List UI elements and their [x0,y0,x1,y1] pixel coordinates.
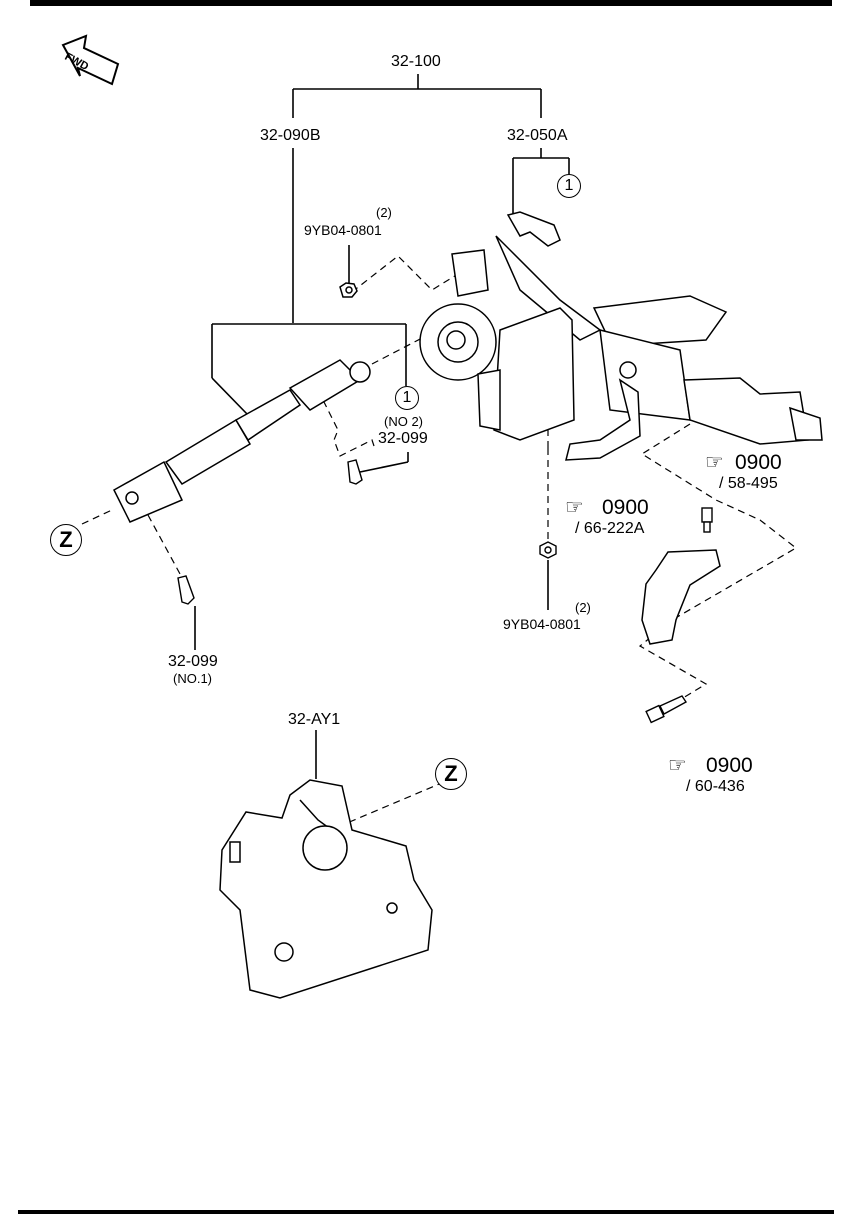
cover-label: 32-AY1 [288,711,341,728]
nut-upper-icon [339,282,358,298]
ref-page: / 66-222A [575,520,645,537]
bolt-58-495-icon [701,507,713,533]
assembly-shaft-label: 32-090B [260,127,321,144]
callout-circle-z-cover: Z [435,758,467,790]
pointing-hand-icon: ☞ [668,754,687,777]
leader-lines [194,74,570,779]
bolt-no1-part: 32-099 [168,653,218,670]
assembly-main-label: 32-100 [391,53,441,70]
steering-column-illustration [419,211,823,461]
dashed-leaders [81,255,798,827]
nut-upper-part: 9YB04-0801 [304,222,382,238]
ref-code: 0900 [602,496,649,519]
bolt-no2-note: (NO 2) [384,414,423,429]
nut-lower-icon [539,541,557,559]
ref-page: / 58-495 [719,475,778,492]
pointing-hand-icon: ☞ [705,451,724,474]
bolt-60-436-icon [645,695,688,724]
bolt-no2-part: 32-099 [378,430,428,447]
nut-upper-qty: (2) [376,205,392,220]
steering-cover-illustration [219,779,433,999]
bolt-no1-icon [177,575,195,605]
bolt-no2-icon [347,459,363,485]
nut-lower-qty: (2) [575,600,591,615]
intermediate-shaft-illustration [113,359,371,523]
bottom-border-bar [18,1210,834,1214]
ref-code: 0900 [735,451,782,474]
bolt-no1-note: (NO.1) [173,671,212,686]
ref-code: 0900 [706,754,753,777]
callout-circle-z-left: Z [50,524,82,556]
nut-lower-part: 9YB04-0801 [503,616,581,632]
callout-circle-1-lower: 1 [395,386,419,410]
pointing-hand-icon: ☞ [565,496,584,519]
fwd-arrow-icon [61,34,120,86]
assembly-column-label: 32-050A [507,127,568,144]
callout-circle-1-upper: 1 [557,174,581,198]
top-border-bar [30,0,832,6]
ref-page: / 60-436 [686,778,745,795]
bracket-illustration [641,549,721,645]
